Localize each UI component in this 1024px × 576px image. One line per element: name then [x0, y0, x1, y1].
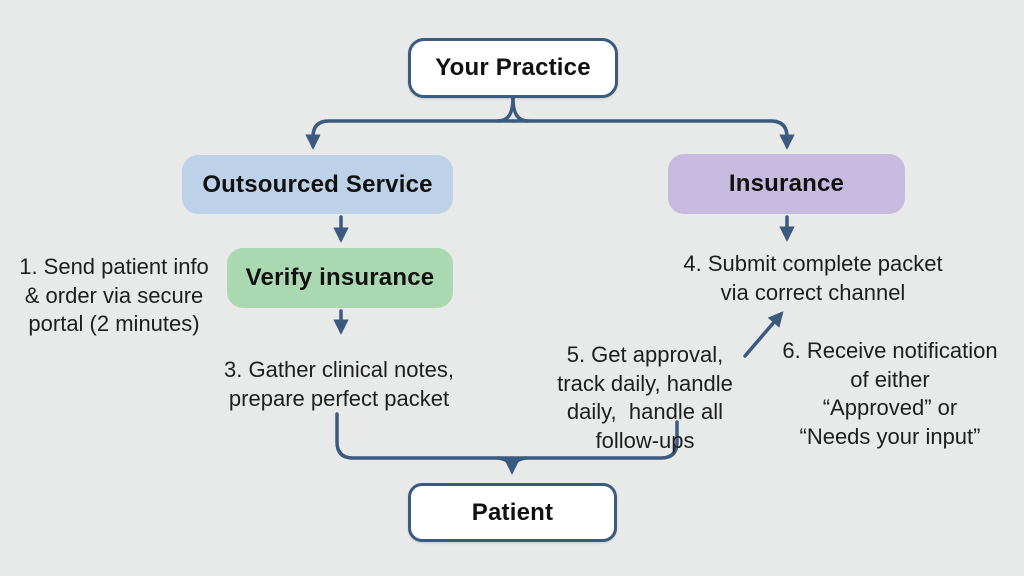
step4-line: via correct channel [720, 279, 906, 305]
connector-split-right [511, 119, 795, 150]
step1-send-patient-info: 1. Send patient info & order via secure … [8, 253, 220, 339]
node-outsourced-service: Outsourced Service [182, 155, 453, 214]
connector-split-stem-right-curve [511, 96, 530, 123]
step1-line: & order via secure [24, 282, 204, 308]
step1-line: 1. Send patient info [19, 254, 209, 279]
node-your-practice-label: Your Practice [435, 54, 591, 81]
node-patient-label: Patient [471, 498, 554, 526]
step5-line: track daily, handle [557, 370, 733, 396]
arrow-step5-to-step4 [743, 311, 784, 358]
step6-receive-notification: 6. Receive notification of either “Appro… [759, 337, 1021, 451]
step4-submit-packet: 4. Submit complete packet via correct ch… [633, 250, 993, 307]
step5-get-approval: 5. Get approval, track daily, handle dai… [535, 341, 755, 455]
node-verify-insurance: Verify insurance [227, 248, 453, 308]
step3-gather-clinical-notes: 3. Gather clinical notes, prepare perfec… [194, 356, 484, 413]
node-your-practice: Your Practice [408, 38, 618, 98]
step5-line: 5. Get approval, [566, 342, 724, 367]
node-patient: Patient [408, 483, 617, 542]
node-insurance-label: Insurance [728, 170, 845, 197]
connector-merge-bracket [335, 412, 679, 460]
step4-line: 4. Submit complete packet [683, 251, 943, 276]
node-insurance: Insurance [668, 154, 905, 214]
step6-line: of either [850, 366, 930, 392]
node-verify-insurance-label: Verify insurance [245, 264, 435, 291]
node-outsourced-service-label: Outsourced Service [202, 170, 433, 198]
step5-line: daily, handle all [566, 399, 724, 424]
step6-line: “Approved” or [822, 395, 958, 420]
connector-split-left [305, 119, 515, 150]
connector-split-stem-left-curve [496, 96, 515, 123]
step6-line: 6. Receive notification [782, 338, 998, 363]
step1-line: portal (2 minutes) [28, 311, 200, 336]
step6-line: “Needs your input” [799, 423, 981, 449]
step3-line: 3. Gather clinical notes, [224, 357, 454, 382]
step3-line: prepare perfect packet [228, 385, 450, 411]
step5-line: follow-ups [595, 427, 695, 453]
